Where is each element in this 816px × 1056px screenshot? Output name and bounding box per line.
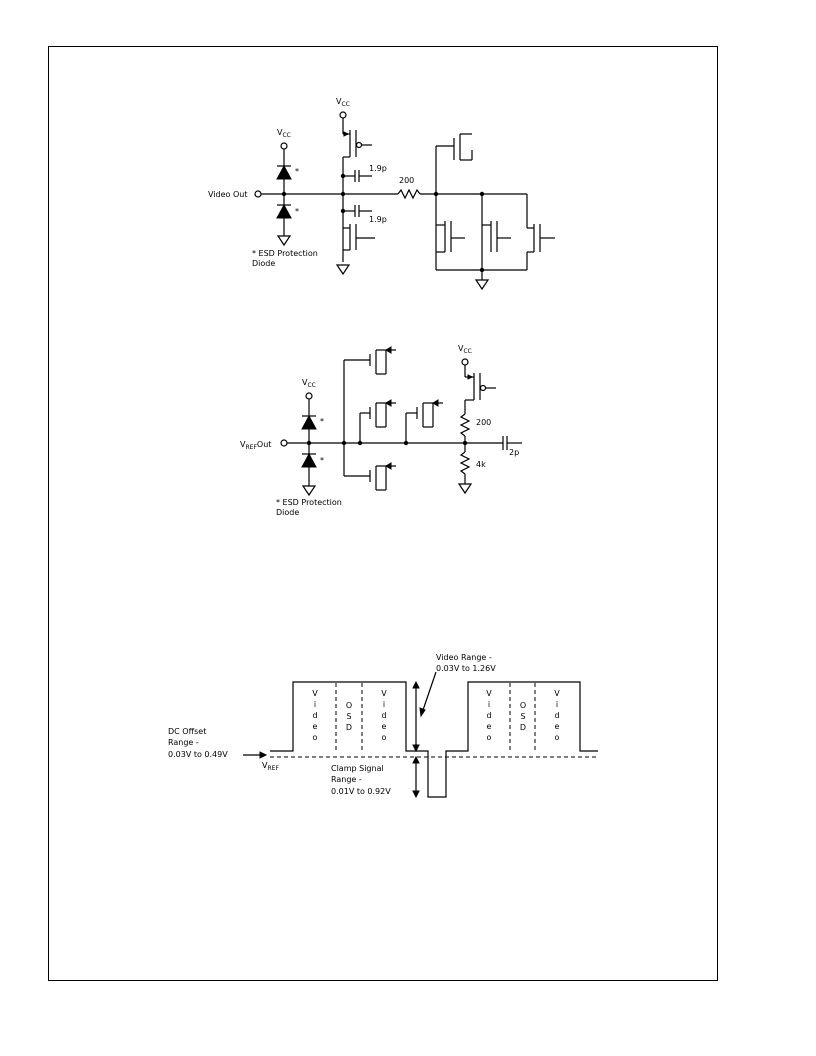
esd-note-line1: * ESD Protection (252, 249, 318, 258)
nmos-transistor (343, 224, 375, 251)
page-frame (48, 46, 718, 981)
cap-bottom-label: 1.9p (369, 215, 387, 224)
video-out-label: Video Out (208, 190, 247, 199)
resistor-200 (397, 188, 421, 200)
clamp-label-1: Clamp Signal (331, 764, 384, 773)
pmos-transistor-2 (465, 373, 496, 401)
esd-note-line1-2: * ESD Protection (276, 498, 342, 507)
resistor-4k (459, 451, 471, 475)
video-range-label-1: Video Range - (436, 653, 492, 662)
resistor-label: 200 (399, 176, 414, 185)
esd-mark-top-2: * (320, 417, 324, 426)
video-out-terminal (254, 190, 262, 198)
clamp-label-3: 0.01V to 0.92V (331, 787, 391, 796)
vcc-terminal-top (339, 111, 347, 119)
esd-mark-bottom-2: * (320, 456, 324, 465)
vcc-label-right-2: VCC (458, 344, 472, 355)
transistor-upper (344, 346, 396, 375)
capacitor-label: 2p (509, 448, 519, 457)
resistor-bottom-label: 4k (476, 460, 486, 469)
esd-diode-bottom (276, 203, 292, 219)
transistor-bottom-2 (481, 194, 511, 270)
transistor-top-right (435, 133, 473, 270)
esd-diode-bottom-2 (301, 452, 317, 468)
vref-out-label: VREFOut (240, 440, 271, 451)
esd-mark-bottom: * (295, 207, 299, 216)
cap-top-label: 1.9p (369, 164, 387, 173)
vcc-label-left-2: VCC (302, 378, 316, 389)
vcc-label-left: VCC (277, 128, 291, 139)
transistor-lower (344, 462, 396, 491)
clamp-label-2: Range - (331, 775, 362, 784)
resistor-top-label: 200 (476, 418, 491, 427)
transistor-bottom-3 (526, 194, 555, 270)
video-out-equivalent-circuit: VCC * * Video Out * ESD Protection Diode… (208, 97, 555, 291)
ground-symbol (276, 235, 292, 247)
esd-note-line2: Diode (252, 259, 275, 268)
pmos-transistor (342, 130, 372, 262)
dc-offset-label-2: Range - (168, 738, 199, 747)
esd-note-line2-2: Diode (276, 508, 299, 517)
transistor-bottom-1 (436, 221, 465, 253)
dc-offset-label-1: DC Offset (168, 727, 206, 736)
vref-label: VREF (262, 761, 279, 772)
esd-diode-top (276, 164, 292, 180)
vcc-label-top: VCC (336, 97, 350, 108)
vcc-terminal (280, 142, 288, 150)
esd-mark-top: * (295, 167, 299, 176)
transistor-middle (359, 399, 396, 443)
resistor-200-2 (459, 413, 471, 437)
signal-waveform (270, 681, 598, 798)
dc-offset-label-3: 0.03V to 0.49V (168, 750, 228, 759)
vref-out-equivalent-circuit: VCC * * VREFOut * ESD Protection Diode (240, 344, 522, 517)
transistor-right (405, 399, 443, 443)
video-range-label-2: 0.03V to 1.26V (436, 664, 496, 673)
esd-diode-top-2 (301, 414, 317, 430)
